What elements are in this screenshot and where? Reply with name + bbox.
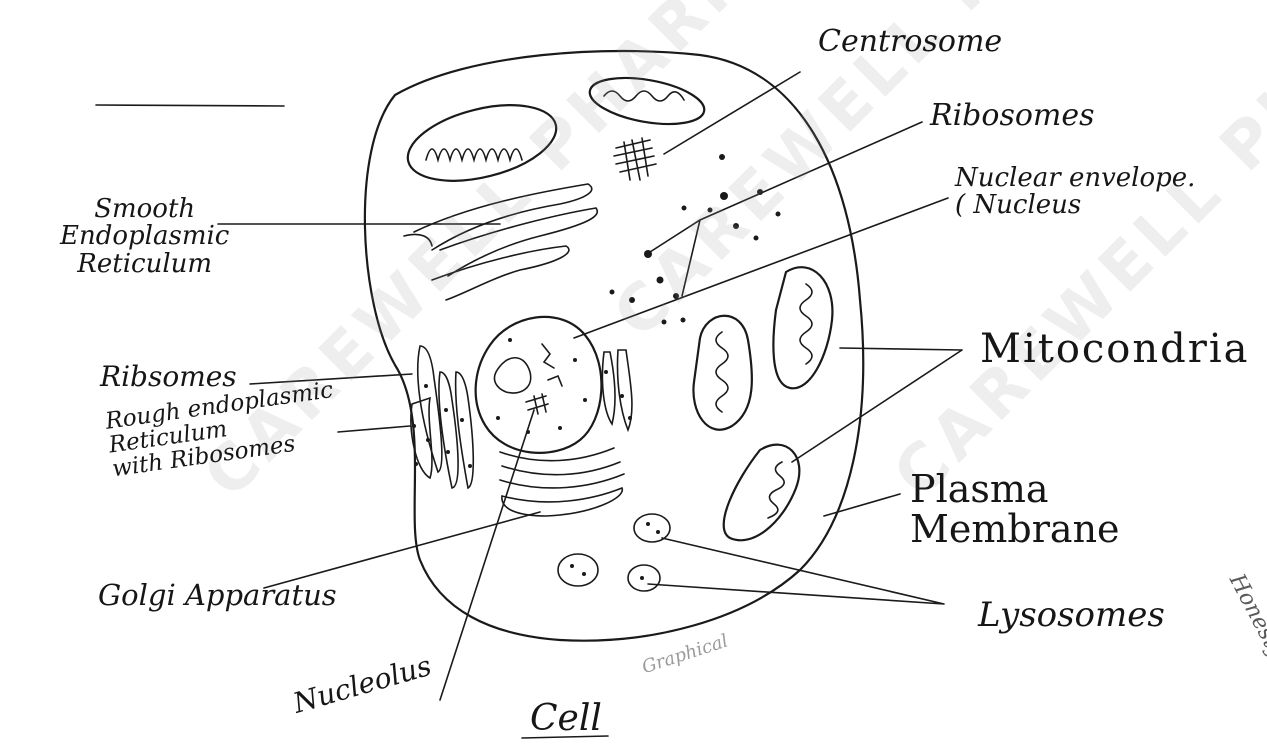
label-ribosomes-top: Ribosomes: [930, 100, 1095, 132]
centrosome-shape: [614, 138, 656, 180]
mitochondrion-right: [773, 267, 832, 388]
label-golgi: Golgi Apparatus: [98, 580, 337, 610]
label-mitochondria: Mitocondria: [980, 328, 1250, 370]
plasma-membrane-shape: [365, 51, 863, 641]
lysosome-shapes: [558, 514, 670, 591]
mitochondrion-top-left: [400, 92, 564, 195]
mitochondrion-top-right: [586, 70, 708, 132]
mitochondrion-middle: [693, 316, 751, 430]
label-nuclear-envelope: Nuclear envelope. ( Nucleus: [955, 165, 1195, 220]
rough-er-right: [602, 350, 632, 430]
label-ribosomes-left: Ribsomes: [100, 362, 237, 391]
smooth-er-shape: [404, 184, 597, 300]
rough-er-left: [411, 346, 473, 488]
label-lysosomes: Lysosomes: [978, 598, 1165, 634]
diagram-title: Cell: [530, 700, 602, 738]
nucleus-shape: [476, 317, 602, 453]
label-plasma-membrane: Plasma Membrane: [910, 470, 1267, 550]
label-smooth-er: Smooth Endoplasmic Reticulum: [60, 196, 229, 278]
label-centrosome: Centrosome: [818, 26, 1002, 58]
mitochondrion-bottom: [724, 445, 800, 541]
